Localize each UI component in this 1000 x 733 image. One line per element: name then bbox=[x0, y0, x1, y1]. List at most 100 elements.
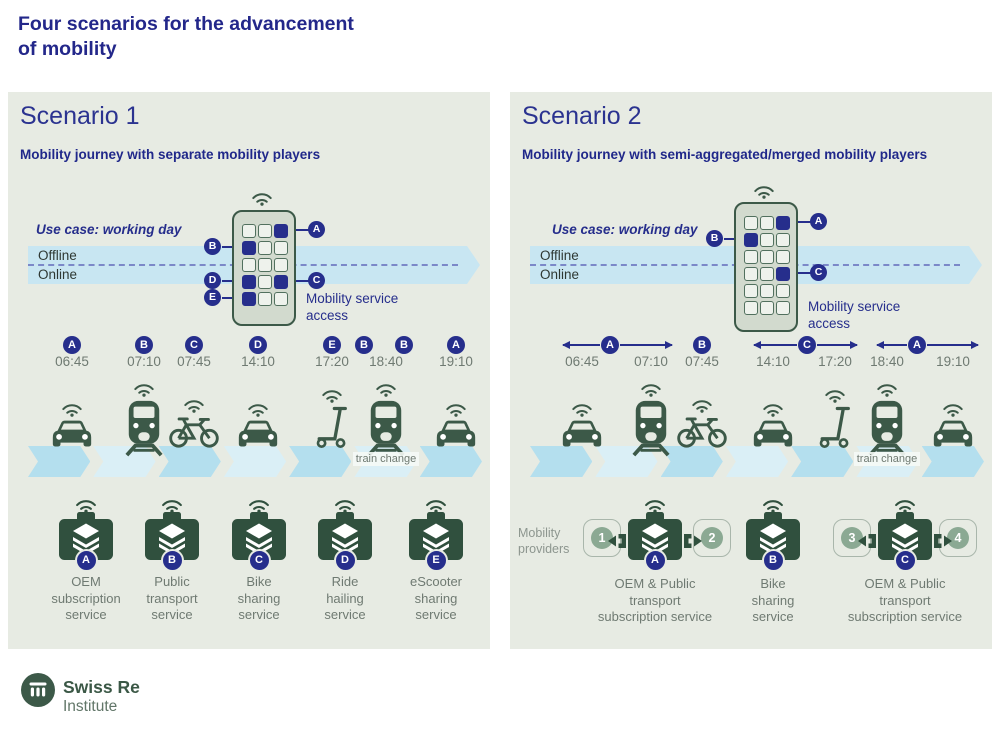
smartphone bbox=[232, 210, 296, 326]
app-cell bbox=[776, 284, 790, 298]
app-grid bbox=[736, 204, 796, 330]
wifi-icon bbox=[876, 382, 898, 397]
plug-connector-icon bbox=[858, 534, 876, 548]
wifi-icon bbox=[571, 402, 593, 417]
wifi-icon bbox=[74, 498, 98, 513]
app-cell bbox=[274, 258, 288, 272]
app-badge-a: A bbox=[308, 221, 325, 238]
journey-chevron-segment bbox=[224, 446, 286, 477]
train-change-label: train change bbox=[348, 452, 424, 466]
online-label: Online bbox=[540, 267, 580, 282]
wifi-icon bbox=[133, 382, 155, 397]
train-icon bbox=[365, 398, 407, 457]
provider-number: 1 bbox=[591, 527, 613, 549]
app-cell-active bbox=[274, 275, 288, 289]
wifi-icon bbox=[247, 498, 271, 513]
vehicle-car bbox=[230, 402, 286, 449]
page-title: Four scenarios for the advancement of mo… bbox=[18, 12, 354, 62]
car-icon bbox=[930, 418, 976, 449]
journey-chevron-segment bbox=[922, 446, 984, 477]
app-badge-d: D bbox=[204, 272, 221, 289]
timeline-badge: B bbox=[355, 336, 373, 354]
online-label: Online bbox=[38, 267, 78, 282]
app-cell-active bbox=[744, 233, 758, 247]
online-row: Online bbox=[530, 265, 982, 284]
vehicle-scooter bbox=[304, 388, 360, 449]
service-case-icon: D bbox=[316, 498, 374, 572]
app-cell bbox=[274, 292, 288, 306]
time-label: 14:10 bbox=[756, 354, 790, 369]
app-cell-active bbox=[776, 216, 790, 230]
timeline-badge: C bbox=[185, 336, 203, 354]
connector-line bbox=[222, 246, 240, 248]
service-label: OEM & Public transport subscription serv… bbox=[597, 576, 713, 624]
app-cell bbox=[258, 275, 272, 289]
vehicle-car bbox=[745, 402, 801, 449]
service-label: Public transport service bbox=[146, 574, 198, 622]
time-label: 07:45 bbox=[685, 354, 719, 369]
wifi-icon bbox=[824, 388, 846, 403]
vehicle-train bbox=[859, 382, 915, 457]
service-case-icon: B bbox=[744, 498, 802, 572]
plug-connector-icon bbox=[934, 534, 952, 548]
app-cell bbox=[760, 267, 774, 281]
train-icon bbox=[123, 398, 165, 457]
connector-line bbox=[222, 297, 240, 299]
service-badge: B bbox=[160, 549, 184, 572]
timeline-badge: C bbox=[798, 336, 816, 354]
connector-line bbox=[285, 229, 309, 231]
wifi-icon bbox=[753, 184, 775, 199]
journey-chevron-segment bbox=[28, 446, 90, 477]
app-badge-b: B bbox=[706, 230, 723, 247]
app-cell-active bbox=[242, 292, 256, 306]
timeline-badge: B bbox=[693, 336, 711, 354]
wifi-icon bbox=[942, 402, 964, 417]
swiss-re-logo-icon bbox=[20, 672, 56, 708]
timeline-badge: D bbox=[249, 336, 267, 354]
app-badge-c: C bbox=[810, 264, 827, 281]
time-label: 06:45 bbox=[55, 354, 89, 369]
journey-chevron-segment bbox=[661, 446, 723, 477]
wifi-icon bbox=[247, 402, 269, 417]
online-row: Online bbox=[28, 265, 480, 284]
service-oem-subscription: A OEM subscription service bbox=[43, 498, 129, 624]
vehicle-bike bbox=[166, 398, 222, 449]
app-cell bbox=[258, 258, 272, 272]
service-badge: A bbox=[74, 549, 98, 572]
connector-line bbox=[787, 221, 811, 223]
service-label: OEM subscription service bbox=[51, 574, 121, 622]
scenario1-heading: Scenario 1 bbox=[20, 102, 140, 130]
scenario2-panel: Scenario 2 Mobility journey with semi-ag… bbox=[510, 92, 992, 649]
wifi-icon bbox=[761, 498, 785, 513]
service-label: OEM & Public transport subscription serv… bbox=[847, 576, 963, 624]
vehicle-car bbox=[44, 402, 100, 449]
journey-chevron-segment bbox=[726, 446, 788, 477]
scenario1-panel: Scenario 1 Mobility journey with separat… bbox=[8, 92, 490, 649]
offline-row: Offline bbox=[530, 246, 982, 265]
app-cell-active bbox=[242, 275, 256, 289]
service-label: eScooter sharing service bbox=[409, 574, 463, 622]
wifi-icon bbox=[762, 402, 784, 417]
app-cell bbox=[760, 250, 774, 264]
wifi-icon bbox=[321, 388, 343, 403]
smartphone bbox=[734, 202, 798, 332]
mobility-service-access-label: Mobility service access bbox=[808, 299, 901, 331]
timeline-badge: A bbox=[601, 336, 619, 354]
service-badge: A bbox=[643, 549, 667, 572]
app-cell-active bbox=[776, 267, 790, 281]
app-cell bbox=[760, 301, 774, 315]
train-icon bbox=[866, 398, 908, 457]
timeline-arrow-right bbox=[927, 341, 979, 349]
app-badge-c: C bbox=[308, 272, 325, 289]
service-public-transport: B Public transport service bbox=[129, 498, 215, 624]
vehicle-car bbox=[554, 402, 610, 449]
car-icon bbox=[559, 418, 605, 449]
service-badge: D bbox=[333, 549, 357, 572]
plug-connector-icon bbox=[608, 534, 626, 548]
provider-box-2: 2 bbox=[693, 519, 731, 557]
app-cell bbox=[776, 233, 790, 247]
timeline-badge: A bbox=[63, 336, 81, 354]
app-badge-a: A bbox=[810, 213, 827, 230]
timeline-arrow-right bbox=[620, 341, 673, 349]
app-cell bbox=[258, 224, 272, 238]
